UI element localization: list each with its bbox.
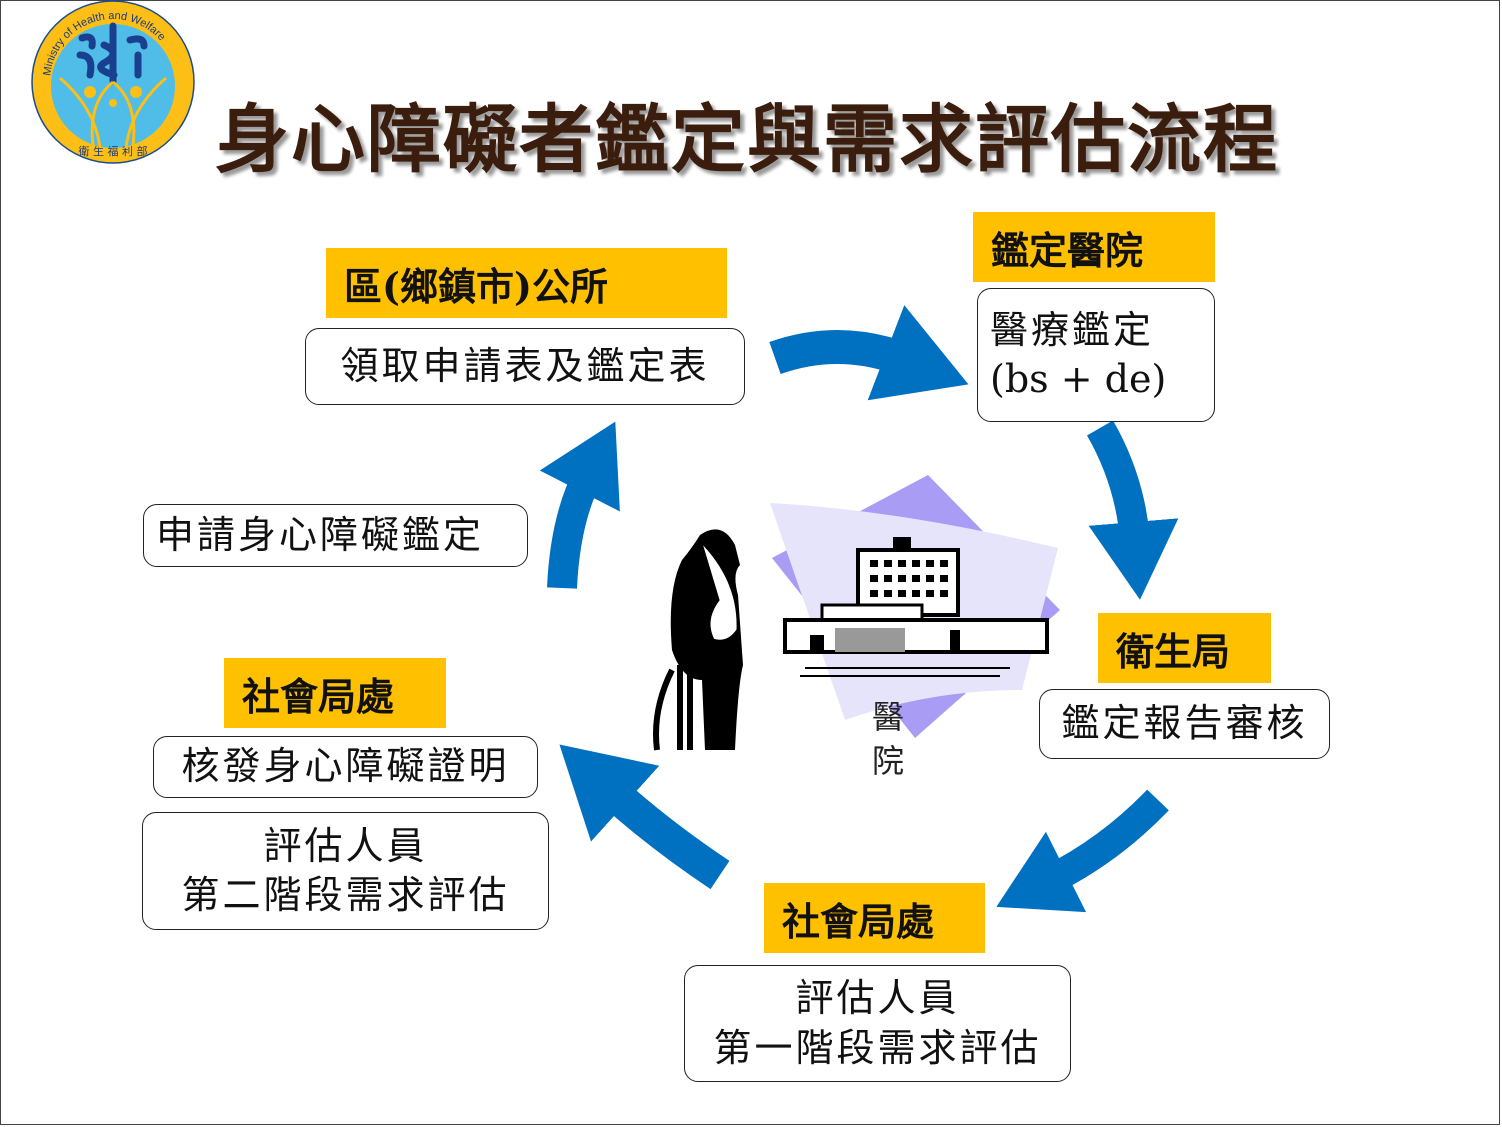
issue-certificate-box: 核發身心障礙證明 (153, 736, 538, 798)
first-stage-line2: 第一階段需求評估 (713, 1025, 1042, 1070)
first-stage-assessment-box: 評估人員 第一階段需求評估 (684, 965, 1071, 1082)
arrow-hospital-to-health-bureau (1086, 420, 1179, 600)
hospital-clipart (770, 475, 1060, 738)
office-step-box: 領取申請表及鑑定表 (305, 328, 745, 405)
office-label: 區(鄉鎮市)公所 (326, 248, 727, 318)
arrow-apply-to-office (539, 421, 620, 589)
second-stage-line1: 評估人員 (263, 823, 428, 868)
first-stage-line1: 評估人員 (795, 976, 960, 1021)
page-title: 身心障礙者鑑定與需求評估流程 (215, 97, 1279, 183)
arrow-office-to-hospital (769, 305, 969, 401)
svg-text:衛 生 福 利 部: 衛 生 福 利 部 (79, 144, 148, 158)
hospital-caption: 醫院 (871, 698, 904, 780)
injured-person-clipart (653, 529, 743, 751)
second-stage-line2: 第二階段需求評估 (181, 873, 510, 917)
social-bureau-bottom-label: 社會局處 (764, 883, 985, 953)
hospital-step-line2: (bs + de) (990, 357, 1167, 401)
hospital-step-box: 醫療鑑定 (bs + de) (977, 288, 1215, 422)
social-bureau-left-label: 社會局處 (224, 658, 446, 728)
apply-assessment-box: 申請身心障礙鑑定 (143, 504, 528, 567)
hospital-label: 鑑定醫院 (973, 212, 1215, 282)
health-bureau-label: 衛生局 (1098, 613, 1271, 683)
second-stage-assessment-box: 評估人員 第二階段需求評估 (142, 812, 549, 930)
health-bureau-step-box: 鑑定報告審核 (1039, 689, 1330, 759)
ministry-logo: Ministry of Health and Welfare 衛 生 福 利 部 (31, 0, 195, 164)
arrow-social-to-social-left (559, 744, 730, 890)
arrow-health-bureau-to-social (996, 789, 1169, 913)
hospital-step-line1: 醫療鑑定 (990, 307, 1155, 352)
